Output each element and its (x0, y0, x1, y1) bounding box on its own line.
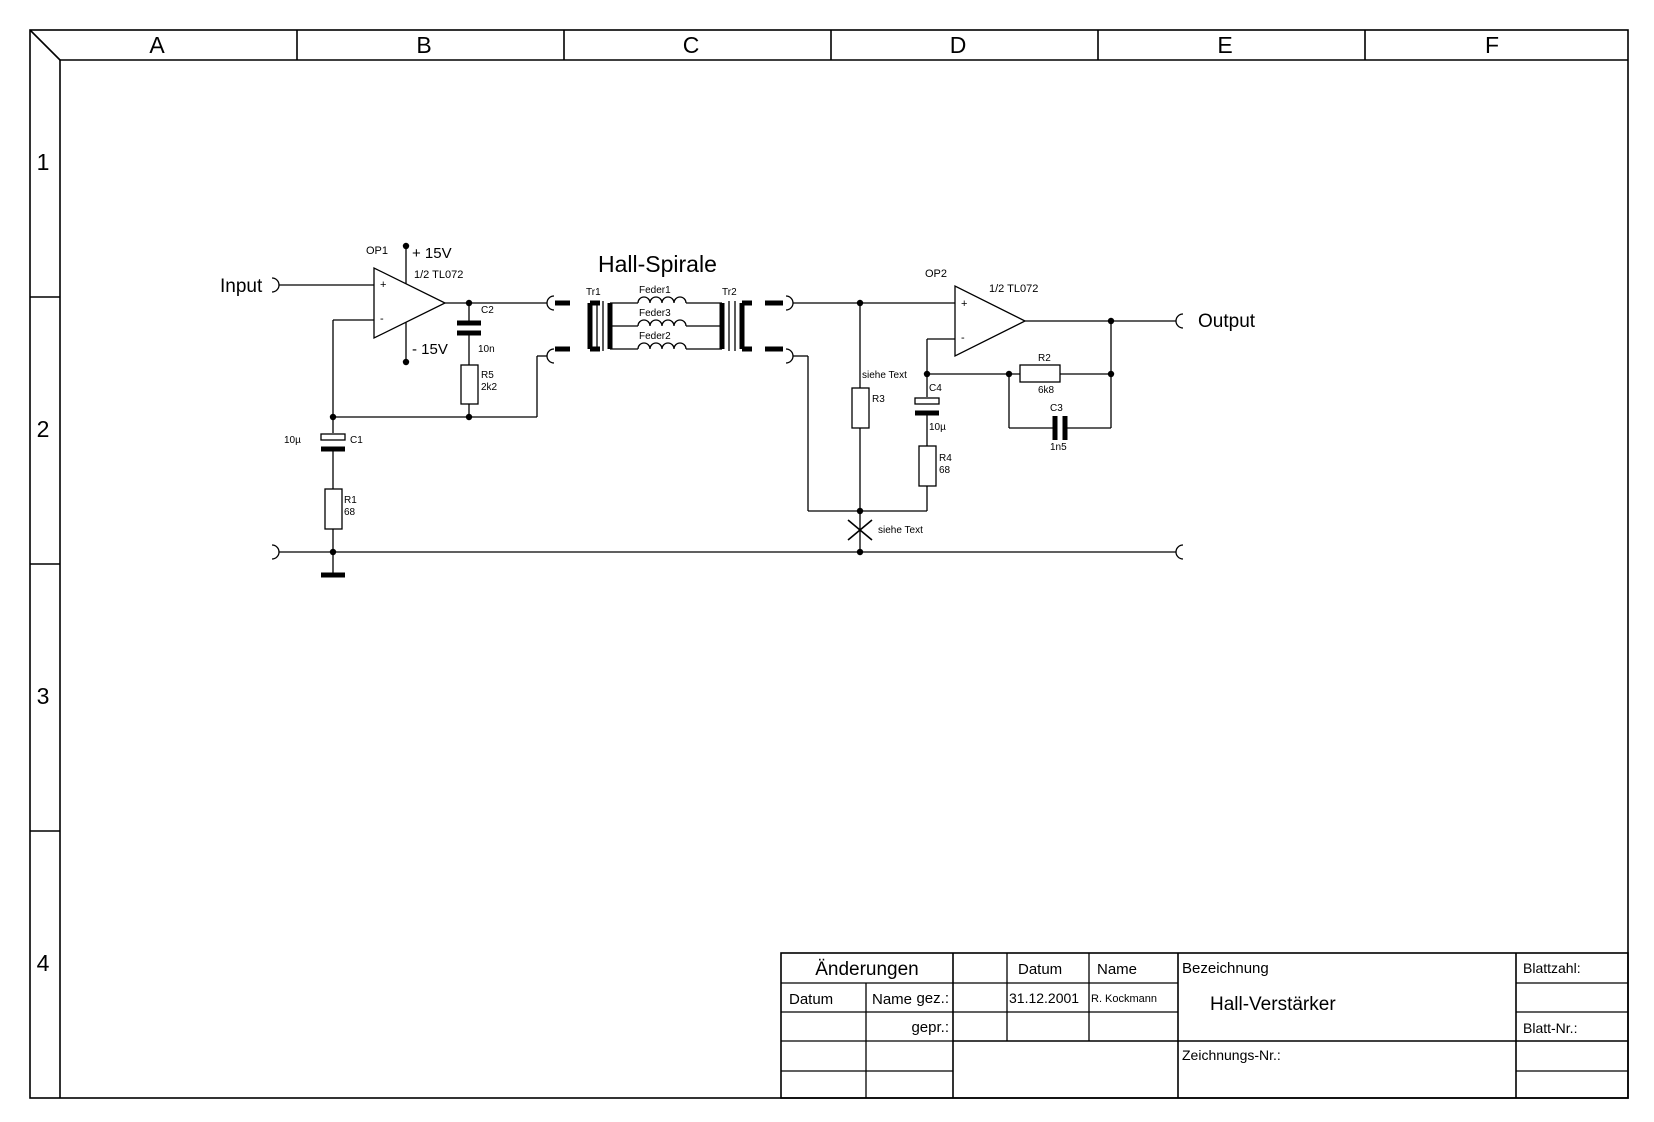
designation-label: Bezeichnung (1182, 960, 1269, 977)
break-note: siehe Text (878, 525, 923, 536)
c4-value: 10µ (929, 422, 946, 433)
column-labels: A B C D E F (149, 32, 1499, 58)
changes-date-column: Datum (789, 991, 833, 1008)
c3-value: 1n5 (1050, 442, 1067, 453)
input-terminal-symbol (271, 277, 280, 293)
r2-ref: R2 (1038, 353, 1051, 364)
op1-ref: OP1 (366, 245, 388, 257)
column-label: C (683, 32, 700, 58)
resistor-r5: R5 2k2 (460, 364, 498, 417)
tr2-output-terminal-bottom (785, 348, 794, 364)
resistor-r1: R1 68 (324, 488, 357, 552)
capacitor-c1: C1 10µ (284, 417, 363, 489)
date-column-header: Datum (1018, 961, 1062, 978)
c2-ref: C2 (481, 305, 494, 316)
row-label: 2 (37, 416, 50, 442)
tr1-input-terminal-bottom (546, 348, 555, 364)
op1-plus-sign: + (380, 279, 386, 291)
designation-value: Hall-Verstärker (1210, 994, 1336, 1015)
tr1-ref: Tr1 (586, 287, 601, 298)
r2-value: 6k8 (1038, 385, 1055, 396)
transformer-tr1: Tr1 (555, 287, 613, 352)
op1-minus-sign: - (380, 313, 384, 325)
op1-type: 1/2 TL072 (414, 269, 463, 281)
tr2-ref: Tr2 (722, 287, 737, 298)
spring-label: Feder1 (639, 285, 671, 296)
op2-minus-sign: - (961, 332, 965, 344)
ground-terminal-left (271, 544, 280, 560)
row-label: 1 (37, 149, 50, 175)
r5-ref: R5 (481, 370, 494, 381)
spring-label: Feder3 (639, 308, 671, 319)
output-terminal-symbol (1175, 313, 1184, 329)
op2-amplifier: + - OP2 1/2 TL072 (925, 268, 1038, 358)
input-label: Input (220, 276, 263, 297)
op2-type: 1/2 TL072 (989, 283, 1038, 295)
column-label: E (1217, 32, 1232, 58)
drawing-number-label: Zeichnungs-Nr.: (1182, 1047, 1281, 1063)
tr2-output-terminal-top (785, 295, 794, 311)
name-column-header: Name (1097, 961, 1137, 978)
op1-negative-supply: - 15V (412, 341, 448, 358)
r1-ref: R1 (344, 495, 357, 506)
op1-amplifier: + - OP1 1/2 TL072 + 15V - 15V (366, 242, 463, 366)
column-label: D (950, 32, 967, 58)
capacitor-c2: C2 10n (457, 303, 495, 365)
column-label: B (416, 32, 431, 58)
c3-ref: C3 (1050, 403, 1063, 414)
output-label: Output (1198, 311, 1256, 332)
drawing-frame (29, 29, 1629, 1099)
r3-note: siehe Text (862, 370, 907, 381)
transformer-tr2: Tr2 (719, 287, 783, 352)
r3-ref: R3 (872, 394, 885, 405)
op2-ref: OP2 (925, 268, 947, 280)
c2-value: 10n (478, 344, 495, 355)
c1-ref: C1 (350, 435, 363, 446)
ground-terminal-right (1175, 544, 1184, 560)
resistor-r2: R2 6k8 (1019, 353, 1111, 396)
column-label: A (149, 32, 165, 58)
sheet-count-label: Blattzahl: (1523, 960, 1581, 976)
resistor-r4: R4 68 (918, 445, 952, 511)
r4-ref: R4 (939, 453, 952, 464)
checked-by-label: gepr.: (911, 1019, 949, 1036)
c4-ref: C4 (929, 383, 942, 394)
op2-plus-sign: + (961, 298, 967, 310)
row-label: 3 (37, 683, 50, 709)
hall-spiral-title: Hall-Spirale (598, 251, 717, 277)
row-label: 4 (37, 950, 50, 976)
row-labels: 1 2 3 4 (37, 149, 50, 976)
r5-value: 2k2 (481, 382, 498, 393)
sheet-number-label: Blatt-Nr.: (1523, 1020, 1577, 1036)
reverb-springs: Feder1 Feder3 Feder2 (610, 285, 722, 350)
drawn-by-label: gez.: (916, 990, 949, 1007)
title-block: Änderungen Datum Name Datum Name gez.: 3… (780, 952, 1629, 1099)
r1-value: 68 (344, 507, 356, 518)
link-break-cross: siehe Text (847, 511, 923, 552)
capacitor-c4: C4 10µ (914, 374, 946, 446)
capacitor-c3: C3 1n5 (1009, 403, 1111, 453)
changes-header: Änderungen (815, 959, 919, 980)
column-label: F (1485, 32, 1499, 58)
drawn-by-name: R. Kockmann (1091, 993, 1157, 1005)
c1-value: 10µ (284, 435, 301, 446)
spring-label: Feder2 (639, 331, 671, 342)
circuit-schematic: Input + - OP1 1/2 TL072 + 15V - 15V C2 (220, 242, 1256, 578)
r4-value: 68 (939, 465, 951, 476)
resistor-r3: R3 siehe Text (851, 303, 907, 511)
drawn-date: 31.12.2001 (1009, 990, 1079, 1006)
changes-name-column: Name (872, 991, 912, 1008)
op1-positive-supply: + 15V (412, 245, 452, 262)
tr1-input-terminal-top (546, 295, 555, 311)
